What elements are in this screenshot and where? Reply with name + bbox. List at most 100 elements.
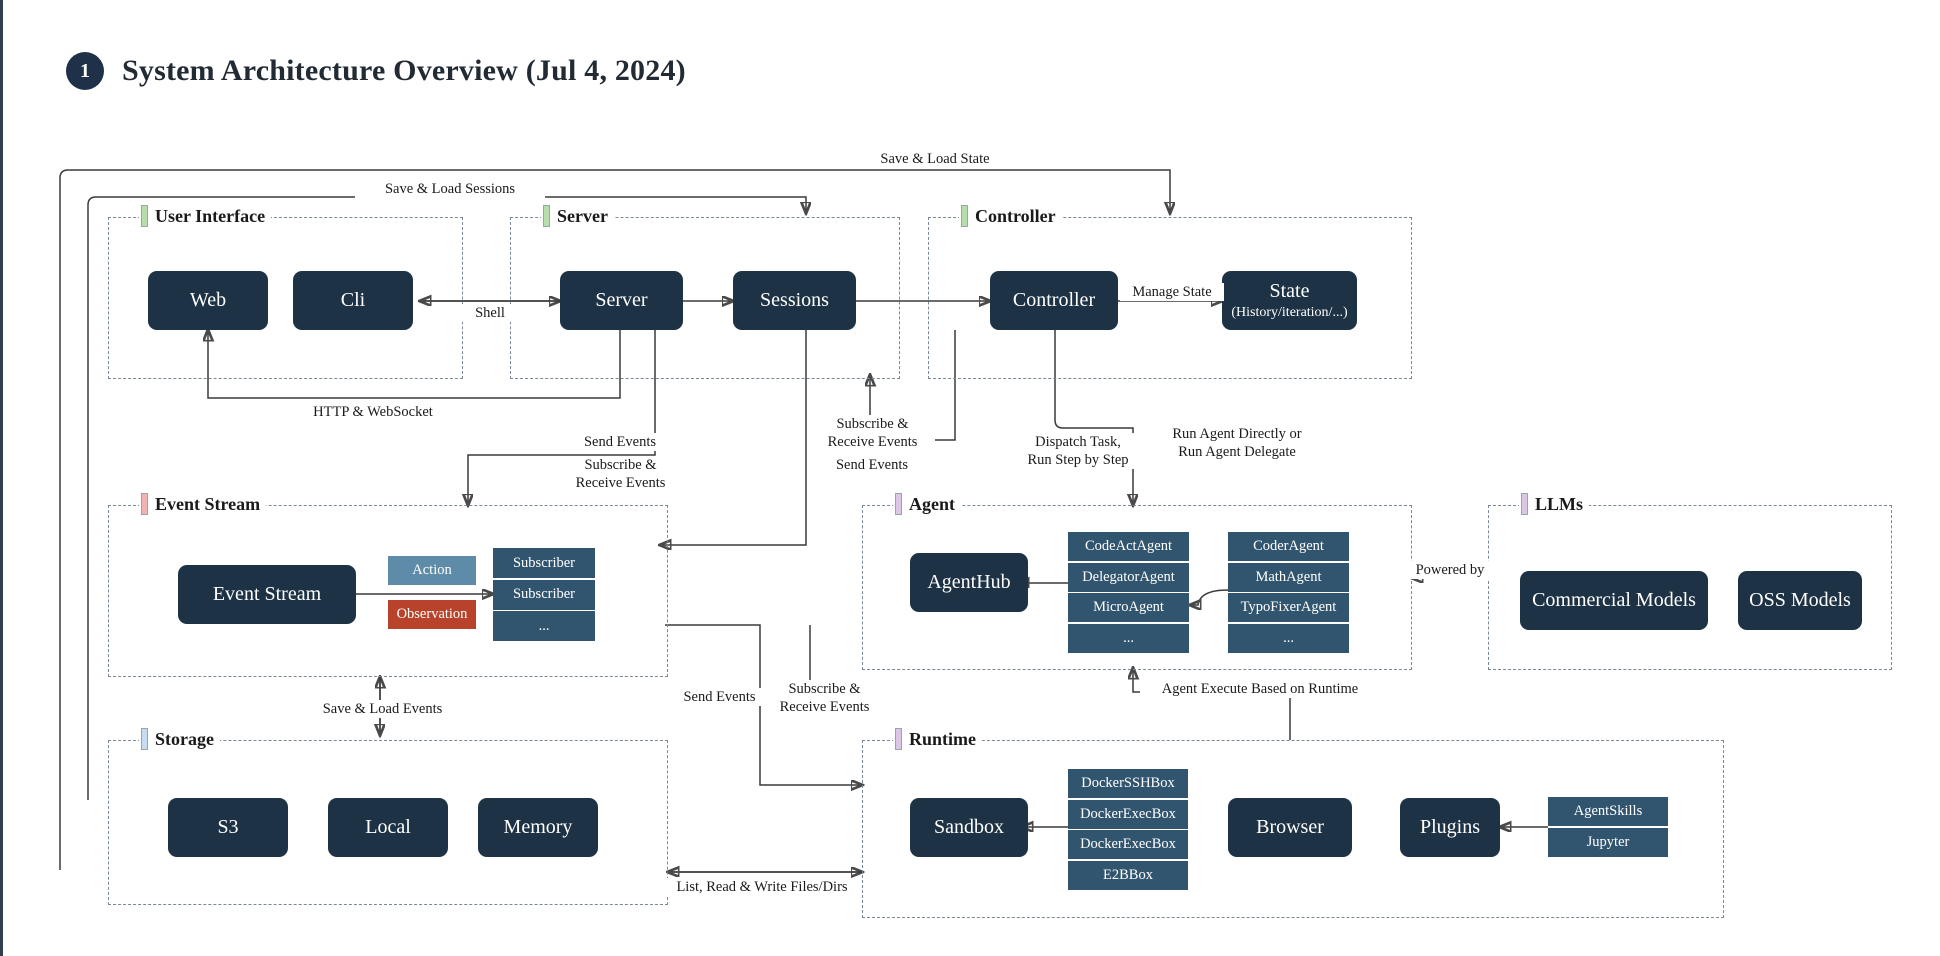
edge-label-agent-execute: Agent Execute Based on Runtime xyxy=(1140,680,1380,699)
node-server-label: Server xyxy=(595,289,648,311)
node-oss-models[interactable]: OSS Models xyxy=(1738,571,1862,630)
stack-item-agent-1[interactable]: MathAgent xyxy=(1228,562,1349,592)
group-label-user-interface: User Interface xyxy=(139,205,272,227)
group-label-text: Event Stream xyxy=(155,493,261,514)
group-color-bar-icon xyxy=(141,493,148,515)
group-label-agent: Agent xyxy=(893,493,961,515)
group-llms: LLMs xyxy=(1488,493,1892,670)
stack-item-plugin-0[interactable]: AgentSkills xyxy=(1548,797,1668,826)
stack-item-subscriber-0[interactable]: Subscriber xyxy=(493,548,595,578)
stack-item-agent-3[interactable]: ... xyxy=(1228,623,1349,653)
edge-label-send-events-3: Send Events xyxy=(662,688,777,707)
group-label-llms: LLMs xyxy=(1519,493,1590,515)
node-local-label: Local xyxy=(365,816,411,838)
edge-label-http-websocket: HTTP & WebSocket xyxy=(283,403,463,422)
node-browser-label: Browser xyxy=(1256,816,1324,838)
stack-item-agent-1[interactable]: DelegatorAgent xyxy=(1068,562,1189,592)
stack-item-sandbox-3[interactable]: E2BBox xyxy=(1068,860,1188,890)
edge-label-subscribe-receive-1: Subscribe & Receive Events xyxy=(558,456,683,493)
group-label-text: LLMs xyxy=(1535,493,1584,514)
node-oss-models-label: OSS Models xyxy=(1749,589,1851,611)
group-label-text: Agent xyxy=(909,493,955,514)
group-color-bar-icon xyxy=(895,493,902,515)
stack-subscribers: Subscriber Subscriber ... xyxy=(493,548,595,641)
edge-label-send-events-2: Send Events xyxy=(812,456,932,475)
group-color-bar-icon xyxy=(1521,493,1528,515)
edge-label-subscribe-receive-2: Subscribe & Receive Events xyxy=(810,415,935,452)
stack-item-agent-0[interactable]: CodeActAgent xyxy=(1068,532,1189,561)
stack-item-agent-3[interactable]: ... xyxy=(1068,623,1189,653)
chip-observation[interactable]: Observation xyxy=(388,600,476,629)
stack-agents-right: CoderAgent MathAgent TypoFixerAgent ... xyxy=(1228,532,1349,653)
group-label-text: Runtime xyxy=(909,728,976,749)
edge-label-powered-by: Powered by xyxy=(1410,561,1490,580)
stack-sandboxes: DockerSSHBox DockerExecBox DockerExecBox… xyxy=(1068,769,1188,890)
edge-label-save-load-events: Save & Load Events xyxy=(295,700,470,719)
group-server: Server xyxy=(510,205,900,379)
group-label-text: Controller xyxy=(975,205,1056,226)
group-label-text: User Interface xyxy=(155,205,266,226)
group-label-server: Server xyxy=(541,205,614,227)
left-margin-rule xyxy=(0,0,3,956)
stack-item-agent-2[interactable]: TypoFixerAgent xyxy=(1228,593,1349,622)
stack-plugins: AgentSkills Jupyter xyxy=(1548,797,1668,857)
edge-label-dispatch-task: Dispatch Task, Run Step by Step xyxy=(1008,433,1148,470)
edge-label-subscribe-receive-3: Subscribe & Receive Events xyxy=(762,680,887,717)
group-color-bar-icon xyxy=(543,205,550,227)
node-s3[interactable]: S3 xyxy=(168,798,288,857)
chip-action[interactable]: Action xyxy=(388,556,476,585)
group-color-bar-icon xyxy=(141,205,148,227)
node-web-label: Web xyxy=(189,289,227,311)
node-sessions[interactable]: Sessions xyxy=(733,271,856,330)
node-browser[interactable]: Browser xyxy=(1228,798,1352,857)
node-controller[interactable]: Controller xyxy=(990,271,1118,330)
chip-action-label: Action xyxy=(412,562,452,578)
node-cli[interactable]: Cli xyxy=(293,271,413,330)
page-title: 1 System Architecture Overview (Jul 4, 2… xyxy=(66,52,686,90)
group-agent: Agent xyxy=(862,493,1412,670)
slide-title-text: System Architecture Overview (Jul 4, 202… xyxy=(122,54,686,87)
node-memory[interactable]: Memory xyxy=(478,798,598,857)
stack-item-agent-2[interactable]: MicroAgent xyxy=(1068,593,1189,622)
group-user-interface: User Interface xyxy=(108,205,463,379)
edge-label-manage-state: Manage State xyxy=(1120,283,1224,302)
edge-label-save-load-state: Save & Load State xyxy=(845,150,1025,169)
node-sessions-label: Sessions xyxy=(760,289,829,311)
node-commercial-models[interactable]: Commercial Models xyxy=(1520,571,1708,630)
group-label-text: Storage xyxy=(155,728,214,749)
group-label-storage: Storage xyxy=(139,728,220,750)
group-label-controller: Controller xyxy=(959,205,1062,227)
stack-item-plugin-1[interactable]: Jupyter xyxy=(1548,827,1668,857)
group-storage: Storage xyxy=(108,728,668,905)
group-runtime: Runtime xyxy=(862,728,1724,918)
edge-label-send-events-1: Send Events xyxy=(560,433,680,452)
node-memory-label: Memory xyxy=(503,816,573,838)
group-label-text: Server xyxy=(557,205,608,226)
node-state[interactable]: State (History/iteration/...) xyxy=(1222,271,1357,330)
stack-item-agent-0[interactable]: CoderAgent xyxy=(1228,532,1349,561)
node-event-stream[interactable]: Event Stream xyxy=(178,565,356,624)
slide-number-badge: 1 xyxy=(66,52,104,90)
chip-observation-label: Observation xyxy=(396,606,468,622)
edge-label-run-agent: Run Agent Directly or Run Agent Delegate xyxy=(1142,425,1332,462)
node-web[interactable]: Web xyxy=(148,271,268,330)
stack-item-subscriber-1[interactable]: Subscriber xyxy=(493,579,595,610)
node-sandbox-label: Sandbox xyxy=(934,816,1004,838)
stack-item-sandbox-2[interactable]: DockerExecBox xyxy=(1068,830,1188,859)
stack-item-subscriber-2[interactable]: ... xyxy=(493,611,595,641)
node-event-stream-label: Event Stream xyxy=(212,583,322,605)
node-controller-label: Controller xyxy=(1012,289,1096,311)
node-commercial-models-label: Commercial Models xyxy=(1532,589,1696,611)
group-controller: Controller xyxy=(928,205,1412,379)
group-label-event-stream: Event Stream xyxy=(139,493,267,515)
stack-item-sandbox-1[interactable]: DockerExecBox xyxy=(1068,799,1188,829)
node-state-label: State xyxy=(1269,279,1310,302)
node-agent-hub[interactable]: AgentHub xyxy=(910,553,1028,612)
node-local[interactable]: Local xyxy=(328,798,448,857)
node-sandbox[interactable]: Sandbox xyxy=(910,798,1028,857)
node-plugins[interactable]: Plugins xyxy=(1400,798,1500,857)
node-server[interactable]: Server xyxy=(560,271,683,330)
edge-label-list-read-write: List, Read & Write Files/Dirs xyxy=(662,878,862,897)
stack-item-sandbox-0[interactable]: DockerSSHBox xyxy=(1068,769,1188,798)
group-color-bar-icon xyxy=(961,205,968,227)
